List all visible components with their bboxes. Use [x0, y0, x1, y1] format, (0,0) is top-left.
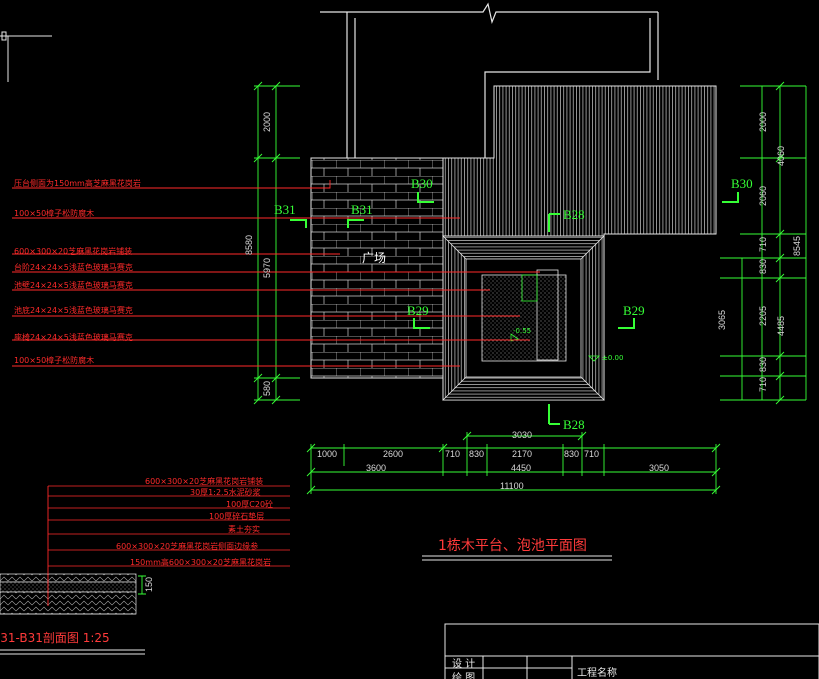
detail-note-4: 100厚碎石垫层 [209, 511, 264, 521]
detail-note-7: 150mm高600×300×20芝麻黑花岗岩 [130, 557, 271, 567]
title-block-draw: 绘 图 [452, 671, 475, 679]
b29-label-right: B29 [623, 303, 645, 318]
dim-bottom-r1-1: 2600 [383, 449, 403, 459]
section-detail [0, 485, 612, 655]
dim-right-d: 830 [758, 259, 768, 274]
detail-title: B31-B31剖面图 1:25 [0, 631, 110, 645]
building-outline [320, 2, 659, 158]
dim-right-a: 2000 [758, 112, 768, 132]
dim-right-j: 4485 [776, 316, 786, 336]
title-block-project: 工程名称 [577, 666, 617, 679]
ucs-icon [0, 31, 52, 82]
section-markers [290, 192, 739, 425]
plan-note-5: 池壁24×24×5浅蓝色玻璃马赛克 [14, 280, 133, 290]
dim-bottom-r2-0: 3600 [366, 463, 386, 473]
pool-level: -0.55 [513, 327, 531, 335]
dim-left-bottom: 580 [262, 381, 272, 396]
leader-lines [12, 180, 540, 367]
dim-bottom-r1-3: 830 [469, 449, 484, 459]
brick-plaza [310, 157, 447, 379]
b30-label-left: B30 [411, 176, 433, 191]
square-label: 广场 [362, 251, 386, 265]
dim-left-top: 2000 [262, 112, 272, 132]
plan-note-2: 100×50樟子松防腐木 [14, 208, 94, 218]
dim-left-total: 8580 [244, 235, 254, 255]
plan-title: 1栋木平台、泡池平面图 [438, 537, 587, 554]
detail-note-1: 600×300×20芝麻黑花岗岩铺装 [145, 476, 263, 486]
plan-note-6: 池底24×24×5浅蓝色玻璃马赛克 [14, 305, 133, 315]
dim-bottom-r1-0: 1000 [317, 449, 337, 459]
dim-bottom-r2-1: 4450 [511, 463, 531, 473]
b30-label-right: B30 [731, 176, 753, 191]
dim-bottom-r1-2: 710 [445, 449, 460, 459]
dim-bottom-r1-5: 830 [564, 449, 579, 459]
detail-note-6: 600×300×20芝麻黑花岗岩侧面边缘参 [116, 541, 258, 551]
title-block [444, 623, 819, 679]
plan-note-8: 100×50樟子松防腐木 [14, 355, 94, 365]
b31-label-left: B31 [274, 202, 296, 217]
dim-right-f: 830 [758, 357, 768, 372]
dim-right-total: 8545 [792, 236, 802, 256]
pool-basin [481, 269, 600, 362]
detail-note-3: 100厚C20砼 [226, 499, 273, 509]
plan-note-7: 座椅24×24×5浅蓝色玻璃马赛克 [14, 332, 133, 342]
dim-bottom-r1-6: 710 [584, 449, 599, 459]
title-block-design: 设 计 [452, 657, 475, 670]
dim-right-h: 3065 [717, 310, 727, 330]
plan-note-1: 压台侧面为150mm高芝麻黑花岗岩 [14, 178, 141, 188]
dim-right-c: 710 [758, 237, 768, 252]
plan-note-4: 台阶24×24×5浅蓝色玻璃马赛克 [14, 262, 133, 272]
detail-note-5: 素土夯实 [228, 524, 260, 534]
detail-height-dim: 150 [144, 577, 154, 592]
dimension-lines [253, 81, 807, 495]
deck-level: ±0.00 [602, 354, 623, 362]
dim-left-middle: 5970 [262, 258, 272, 278]
dim-bottom-total: 11100 [500, 481, 524, 491]
b29-label-left: B29 [407, 303, 429, 318]
dim-bottom-r2-2: 3050 [649, 463, 669, 473]
detail-note-2: 30厚1:2.5水泥砂浆 [190, 487, 261, 497]
dim-right-b: 2060 [758, 186, 768, 206]
b31-label-right: B31 [351, 202, 373, 217]
dim-right-g: 710 [758, 377, 768, 392]
b28-label-top: B28 [563, 207, 585, 222]
dim-right-e: 2205 [758, 306, 768, 326]
dim-bottom-r1-4: 2170 [512, 449, 532, 459]
dim-bottom-top-inner: 3030 [512, 430, 532, 440]
dim-right-i: 4060 [776, 146, 786, 166]
plan-note-3: 600×300×20芝麻黑花岗岩铺装 [14, 246, 132, 256]
b28-label-bottom: B28 [563, 417, 585, 432]
